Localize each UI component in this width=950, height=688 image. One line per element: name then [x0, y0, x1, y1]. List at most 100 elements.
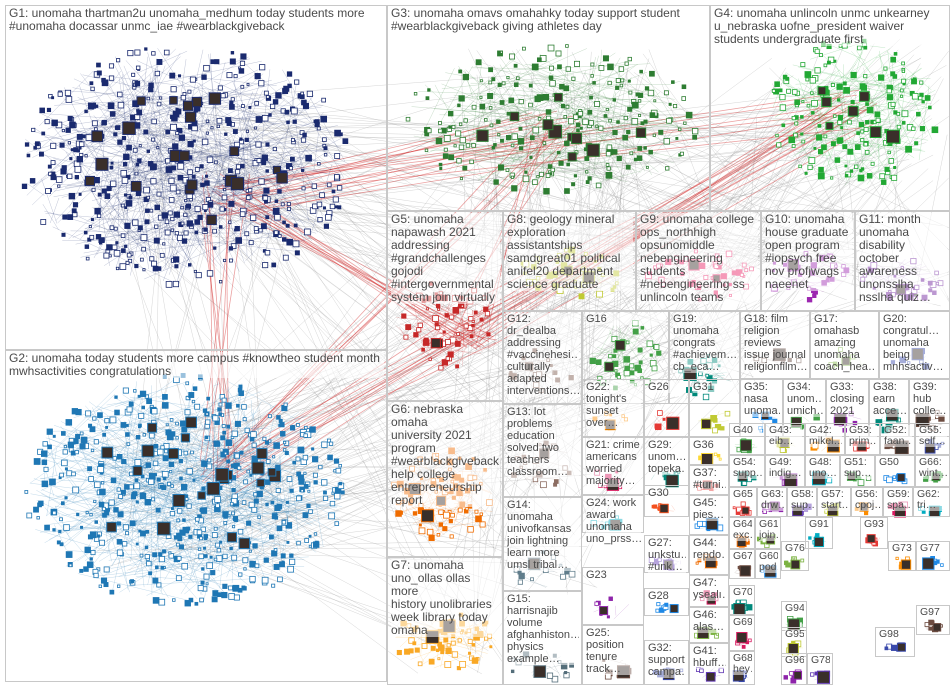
group-label-g1: G1: unomaha thartman2u unomaha_medhum to…	[9, 7, 384, 33]
group-label-g57: G57: start…	[821, 489, 848, 511]
group-label-g19: G19: unomaha congrats #achievem… cb_eca…	[673, 313, 737, 373]
group-panel-g97: G97	[916, 605, 950, 635]
group-panel-g66: G66: wint…	[915, 455, 950, 487]
group-label-g35: G35: nasa unoma…	[744, 381, 780, 417]
group-panel-g31: G31	[689, 379, 740, 437]
group-panel-g68: G68: hey…	[729, 651, 755, 685]
group-label-g25: G25: position tenure track…	[586, 627, 641, 675]
group-panel-g55: G55: self…	[915, 423, 950, 455]
group-label-g16: G16	[586, 313, 666, 325]
group-label-g30: G30	[648, 487, 686, 499]
group-panel-g41: G41: hbuff…	[689, 643, 729, 685]
group-label-g29: G29: unom… topeka…	[648, 439, 686, 475]
group-label-g73: G73	[892, 543, 913, 554]
group-label-g52: G52: faan…	[884, 425, 912, 447]
group-label-g2: G2: unomaha today students more campus #…	[9, 352, 384, 378]
group-label-g59: G59: spa…	[887, 489, 910, 511]
group-panel-g42: G42: mikel…	[805, 423, 845, 455]
cluster-g98	[884, 642, 906, 652]
group-panel-g23: G23	[582, 567, 644, 625]
group-panel-g62: G62: tri…	[913, 487, 950, 517]
group-label-g78: G78	[811, 655, 830, 666]
group-label-g3: G3: unomaha omavs omahahky today support…	[391, 7, 707, 33]
group-label-g5: G5: unomaha napawash 2021 addressing #gr…	[391, 213, 500, 304]
group-panel-g12: G12: dr_dealba addressing #vaccinehesi… …	[503, 311, 582, 404]
group-label-g55: G55: self…	[919, 425, 947, 447]
group-panel-g13: G13: lot problems education solved two t…	[503, 404, 582, 497]
group-label-g45: G45: pies…	[693, 497, 726, 521]
group-label-g9: G9: unomaha college ops_northhigh opsuno…	[640, 213, 758, 304]
group-panel-g2: G2: unomaha today students more campus #…	[5, 350, 387, 682]
group-label-g13: G13: lot problems education solved two t…	[507, 406, 579, 478]
group-panel-g4: G4: unomaha unlincoln unmc unkearney u_n…	[710, 5, 950, 211]
group-panel-g26: G26	[644, 379, 689, 437]
cluster-g40	[734, 438, 758, 454]
cluster-g69	[735, 632, 752, 649]
group-panel-g30: G30	[644, 485, 689, 517]
group-label-g34: G34: unom… umich…	[787, 381, 823, 417]
group-label-g94: G94	[785, 603, 804, 614]
group-panel-g43: G43: eib…	[765, 423, 805, 455]
group-label-g63: G63: drw…	[761, 489, 784, 511]
group-panel-g47: G47: ysealı…	[689, 575, 729, 607]
group-panel-g96: G96	[781, 653, 807, 685]
group-panel-g73: G73	[888, 541, 916, 571]
group-label-g65: G65	[733, 489, 754, 500]
group-panel-g19: G19: unomaha congrats #achievem… cb_eca…	[669, 311, 740, 404]
group-panel-g7: G7: unomaha uno_ollas ollas more history…	[387, 557, 503, 685]
group-panel-g54: G54: supp…	[729, 455, 765, 487]
group-panel-g36: G36	[689, 437, 729, 465]
group-panel-g44: G44: repdo…	[689, 535, 729, 575]
group-label-g77: G77	[920, 543, 947, 554]
cluster-g3	[405, 44, 699, 195]
group-panel-g3: G3: unomaha omavs omahahky today support…	[387, 5, 710, 211]
group-label-g40: G40	[733, 425, 762, 436]
cluster-g41	[695, 666, 724, 682]
group-label-g41: G41: hbuff…	[693, 645, 726, 669]
group-label-g93: G93	[864, 519, 885, 530]
group-panel-g70: G70	[729, 585, 755, 615]
group-panel-g32: G32: support campa…	[644, 640, 689, 685]
group-label-g10: G10: unomaha house graduate open program…	[765, 213, 852, 291]
group-panel-g1: G1: unomaha thartman2u unomaha_medhum to…	[5, 5, 387, 350]
group-label-g24: G24: work award unomaha uno_prss…	[586, 497, 641, 545]
group-panel-g34: G34: unom… umich…	[783, 379, 826, 437]
group-label-g42: G42: mikel…	[809, 425, 842, 447]
group-label-g17: G17: omahasb amazing unomaha coach_hea…	[814, 313, 876, 373]
group-label-g4: G4: unomaha unlincoln unmc unkearney u_n…	[714, 7, 947, 46]
group-label-g58: G58: sup…	[791, 489, 814, 511]
group-label-g48: G48: uno…	[809, 457, 837, 479]
cluster-g28	[655, 602, 680, 614]
group-label-g20: G20: congratul… unomaha being mnhsactiv…	[883, 313, 947, 373]
group-panel-g77: G77	[916, 541, 950, 571]
group-label-g66: G66: wint…	[919, 457, 947, 479]
cluster-g93	[865, 534, 881, 547]
group-label-g76: G76	[785, 543, 806, 554]
group-label-g46: G46: alas…	[693, 609, 726, 633]
group-panel-g21: G21: crime americans worried majority…	[582, 437, 644, 495]
cluster-g94	[785, 616, 803, 631]
group-panel-g20: G20: congratul… unomaha being mnhsactiv…	[879, 311, 950, 379]
group-label-g23: G23	[586, 569, 641, 581]
group-label-g8: G8: geology mineral exploration assistan…	[507, 213, 633, 291]
cluster-g1	[21, 47, 350, 288]
cluster-g30	[651, 502, 676, 514]
group-panel-g46: G46: alas…	[689, 607, 729, 643]
cluster-g45	[694, 517, 724, 532]
cluster-g76	[784, 556, 805, 570]
group-label-g69: G69	[733, 617, 752, 628]
group-label-g33: G33: closing 2021	[830, 381, 866, 417]
group-label-g50: G50	[879, 457, 912, 468]
group-panel-g59: G59: spa…	[883, 487, 913, 517]
group-label-g26: G26	[648, 381, 686, 393]
group-panel-g11: G11: month unomaha disability october aw…	[855, 211, 950, 311]
group-panel-g40: G40	[729, 423, 765, 455]
group-panel-g10: G10: unomaha house graduate open program…	[761, 211, 855, 311]
cluster-g97	[924, 619, 943, 633]
group-label-g36: G36	[693, 439, 726, 451]
group-label-g32: G32: support campa…	[648, 642, 686, 678]
group-panel-g63: G63: drw…	[757, 487, 787, 517]
group-label-g38: G38: earn acce…	[873, 381, 906, 417]
group-panel-g98: G98	[875, 627, 915, 657]
